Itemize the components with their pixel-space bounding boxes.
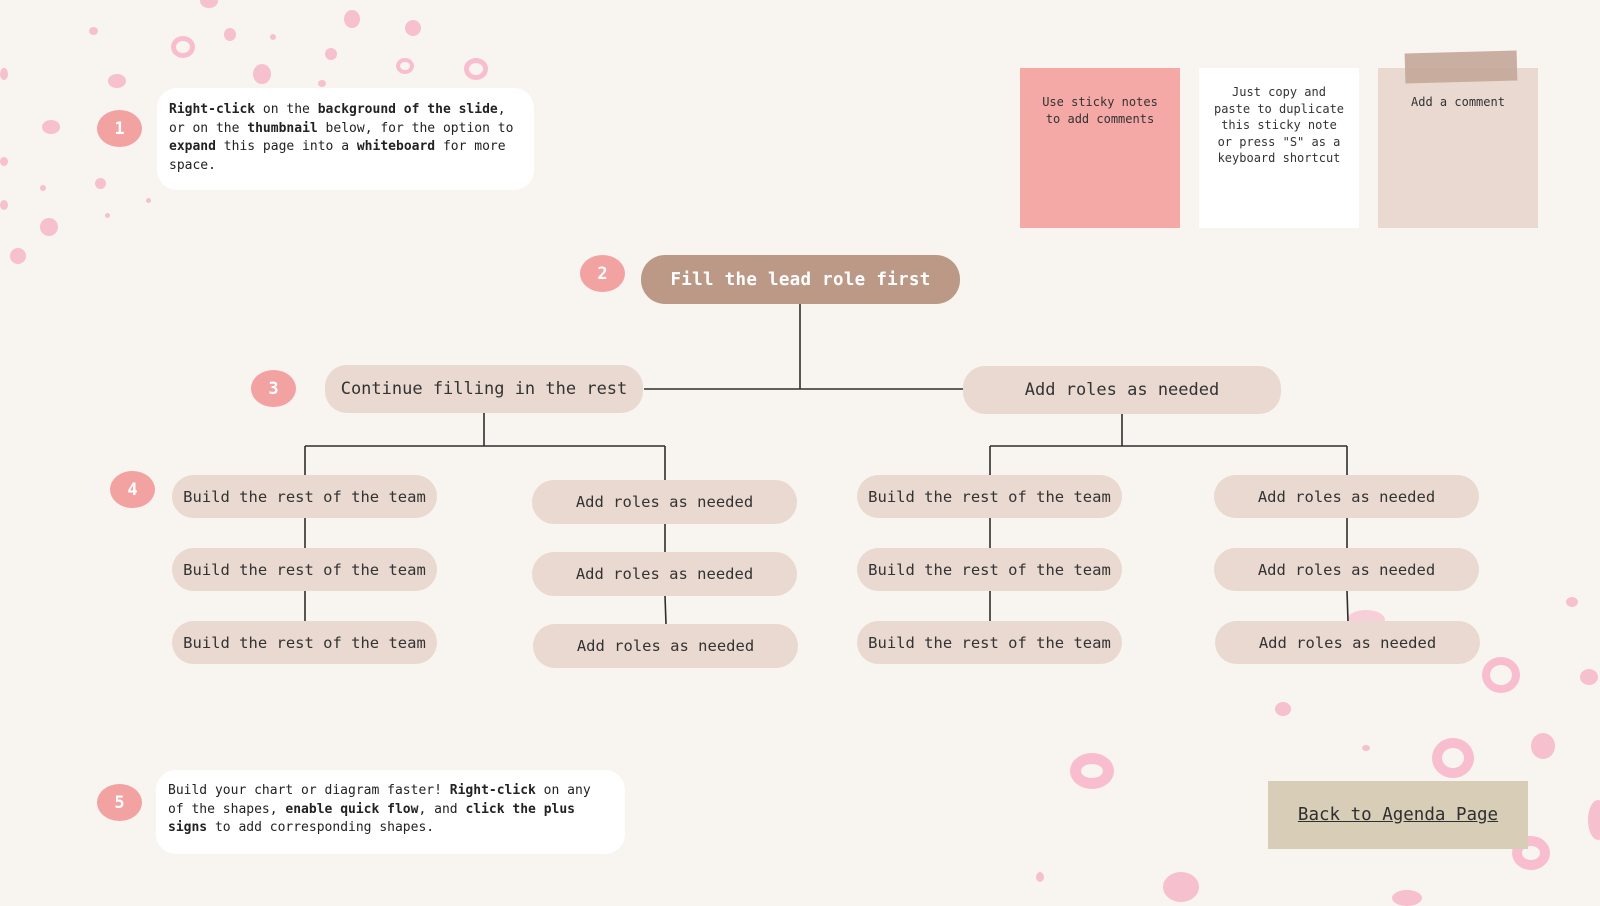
tip-text: Right-click [169,102,256,117]
step-badge-1: 1 [97,110,142,147]
step-badge-3: 3 [251,370,296,407]
tip-text: on any of the shapes, [168,783,591,817]
tip-text: Right-click [449,783,536,798]
node-col1-row1[interactable]: Build the rest of the team [172,475,437,518]
node-label: Add roles as needed [1257,560,1436,579]
node-col4-row3[interactable]: Add roles as needed [1215,621,1480,664]
sticky-note-text: Use sticky notes to add comments [1042,95,1158,126]
tip-text: background of the slide [317,102,498,117]
tip-text: for more space. [169,139,506,173]
sticky-note-text: Add a comment [1411,95,1505,109]
node-label: Add roles as needed [575,493,754,511]
tip-text: whiteboard [356,139,436,154]
level2-node-right[interactable]: Add roles as needed [963,366,1281,414]
node-label: Build the rest of the team [868,560,1111,579]
node-label: Build the rest of the team [868,633,1111,652]
node-label: Fill the lead role first [670,269,931,290]
step-badge-2: 2 [580,255,625,292]
tip-box-quick-flow: Build your chart or diagram faster! Righ… [156,770,625,854]
node-col3-row2[interactable]: Build the rest of the team [857,548,1122,591]
tip-text: click the plus signs [168,801,576,836]
tip-text: this page into a [215,139,357,154]
node-label: Build the rest of the team [183,560,426,579]
node-label: Add roles as needed [1257,487,1436,506]
node-label: Build the rest of the team [183,487,426,506]
node-col4-row1[interactable]: Add roles as needed [1214,475,1479,518]
node-col1-row2[interactable]: Build the rest of the team [172,548,437,591]
node-label: Continue filling in the rest [340,379,628,399]
tip-text: , or on the [169,102,506,136]
node-col4-row2[interactable]: Add roles as needed [1214,548,1479,591]
node-col2-row1[interactable]: Add roles as needed [532,480,797,524]
back-to-agenda-link[interactable]: Back to Agenda Page [1268,781,1528,849]
tip-text: expand [169,139,216,154]
node-col3-row3[interactable]: Build the rest of the team [857,621,1122,664]
tip-box-expand-whiteboard: Right-click on the background of the sli… [157,88,534,190]
sticky-note-1[interactable]: Use sticky notes to add comments [1020,68,1180,228]
tip-text: Build your chart or diagram faster! [168,783,450,798]
tip-text: enable quick flow [285,801,419,817]
step-badge-4: 4 [110,471,155,508]
tip-text: below, for the option to [317,120,514,136]
node-label: Build the rest of the team [868,487,1111,506]
step-badge-5: 5 [97,784,142,821]
tip-text: thumbnail [247,120,318,136]
lead-role-node[interactable]: Fill the lead role first [641,255,960,304]
sticky-note-2[interactable]: Just copy and paste to duplicate this st… [1199,68,1359,228]
tip-text: on the [255,102,318,117]
tip-text: , and [418,801,466,817]
node-col2-row3[interactable]: Add roles as needed [533,624,798,668]
node-col1-row3[interactable]: Build the rest of the team [172,621,437,664]
node-label: Add roles as needed [1024,380,1220,400]
node-label: Add roles as needed [575,565,754,583]
node-col2-row2[interactable]: Add roles as needed [532,552,797,596]
sticky-note-text: Just copy and paste to duplicate this st… [1213,85,1345,165]
node-label: Add roles as needed [576,637,755,655]
tip-text: to add corresponding shapes. [207,820,435,835]
level2-node-left[interactable]: Continue filling in the rest [325,365,643,413]
node-label: Build the rest of the team [183,633,426,652]
node-col3-row1[interactable]: Build the rest of the team [857,475,1122,518]
node-label: Add roles as needed [1258,633,1437,652]
tape-strip [1404,50,1518,84]
sticky-note-3[interactable]: Add a comment [1378,68,1538,228]
